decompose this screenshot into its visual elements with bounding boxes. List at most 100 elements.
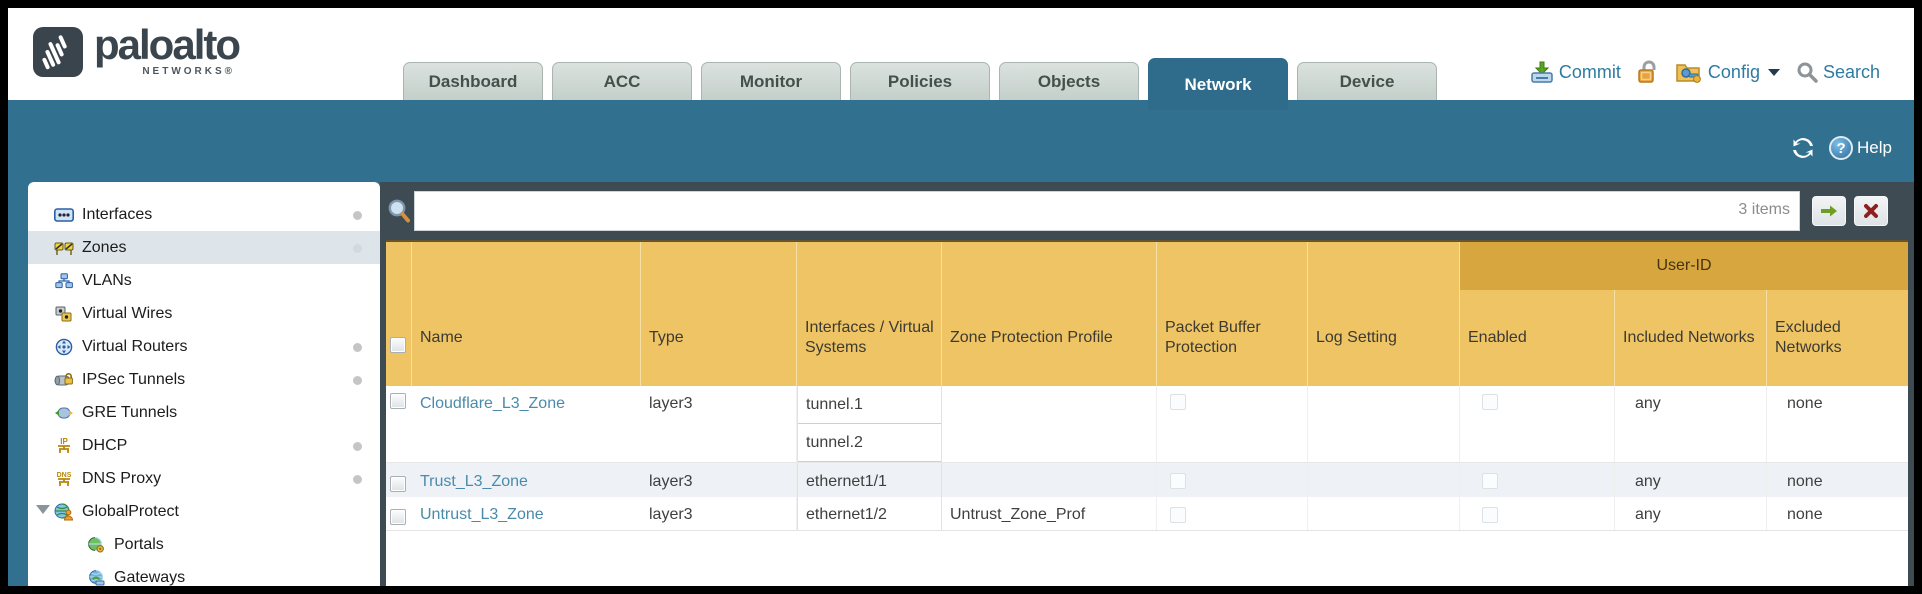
table-row[interactable]: Trust_L3_Zone layer3 ethernet1/1 any non…: [386, 462, 1908, 497]
select-all-checkbox[interactable]: [390, 337, 406, 353]
col-header-enabled[interactable]: Enabled: [1460, 242, 1615, 386]
sidebar-item-label: Portals: [114, 535, 164, 553]
expand-triangle-icon[interactable]: [36, 505, 50, 514]
packet-buffer-checkbox[interactable]: [1170, 473, 1186, 489]
sidebar-item-virtual-routers[interactable]: Virtual Routers: [28, 330, 380, 363]
zone-type-cell: layer3: [641, 463, 797, 497]
sidebar-item-gre-tunnels[interactable]: GRE Tunnels: [28, 396, 380, 429]
zone-name-cell: Trust_L3_Zone: [412, 463, 641, 497]
enabled-checkbox[interactable]: [1482, 473, 1498, 489]
packet-buffer-protection-cell: [1157, 386, 1308, 462]
main-content: 3 items Name: [380, 182, 1914, 586]
vlans-icon: [54, 272, 74, 290]
zone-name-link[interactable]: Cloudflare_L3_Zone: [420, 395, 565, 412]
tab-network[interactable]: Network: [1148, 58, 1288, 110]
ipsec-tunnels-icon: [54, 371, 74, 389]
tab-monitor[interactable]: Monitor: [701, 62, 841, 100]
lock-icon[interactable]: [1637, 60, 1659, 84]
zone-interfaces-cell: ethernet1/1: [797, 463, 942, 497]
tab-acc[interactable]: ACC: [552, 62, 692, 100]
header-actions: Commit Config: [1530, 60, 1880, 84]
col-header-excluded-networks[interactable]: Excluded Networks: [1775, 319, 1842, 356]
sidebar-item-label: Virtual Wires: [82, 304, 173, 322]
row-checkbox[interactable]: [390, 393, 406, 409]
sidebar-item-virtual-wires[interactable]: Virtual Wires: [28, 297, 380, 330]
commit-button[interactable]: Commit: [1530, 61, 1621, 83]
table-row[interactable]: Cloudflare_L3_Zone layer3 tunnel.1 tunne…: [386, 386, 1908, 462]
sidebar-item-label: Zones: [82, 238, 127, 256]
help-button[interactable]: ? Help: [1829, 136, 1892, 160]
sidebar-item-label: DNS Proxy: [82, 469, 162, 487]
tab-device[interactable]: Device: [1297, 62, 1437, 100]
included-networks-cell: any: [1615, 463, 1767, 497]
zone-interfaces-cell: ethernet1/2: [797, 497, 942, 530]
col-header-zone-protection-profile[interactable]: Zone Protection Profile: [942, 242, 1157, 386]
virtual-routers-icon: [54, 338, 74, 356]
brand-name: paloalto: [94, 21, 241, 68]
commit-icon: [1531, 61, 1553, 83]
table-row[interactable]: Untrust_L3_Zone layer3 ethernet1/2 Untru…: [386, 497, 1908, 531]
zone-type-cell: layer3: [641, 386, 797, 462]
sidebar-item-label: DHCP: [82, 436, 128, 454]
sidebar-item-label: Virtual Routers: [82, 337, 188, 355]
zone-name-link[interactable]: Trust_L3_Zone: [420, 472, 528, 490]
col-header-type[interactable]: Type: [641, 242, 797, 386]
row-checkbox[interactable]: [390, 509, 406, 525]
top-header: paloalto NETWORKS® Dashboard ACC Monitor…: [8, 8, 1914, 110]
sidebar-item-globalprotect[interactable]: GlobalProtect: [28, 495, 380, 528]
filter-input[interactable]: [414, 191, 1800, 231]
interfaces-icon: [54, 206, 74, 224]
dhcp-icon: IP: [54, 437, 74, 455]
tab-objects[interactable]: Objects: [999, 62, 1139, 100]
sidebar-item-interfaces[interactable]: Interfaces: [28, 198, 380, 231]
config-icon: [1676, 64, 1701, 83]
sidebar-item-vlans[interactable]: VLANs: [28, 264, 380, 297]
table-header: Name Type Interfaces / Virtual Systems Z…: [386, 240, 1908, 386]
row-select-cell: [386, 386, 412, 462]
select-all-cell: [386, 242, 412, 386]
sidebar-item-label: Gateways: [114, 568, 186, 586]
status-dot: [353, 475, 362, 484]
network-sidebar: Interfaces Zones VLANs Virtual Wires: [28, 182, 380, 586]
gre-tunnels-icon: [54, 404, 74, 422]
col-header-log-setting[interactable]: Log Setting: [1308, 242, 1460, 386]
packet-buffer-checkbox[interactable]: [1170, 394, 1186, 410]
zones-table: Name Type Interfaces / Virtual Systems Z…: [386, 240, 1908, 586]
refresh-icon[interactable]: [1791, 136, 1815, 160]
col-header-packet-buffer-protection[interactable]: Packet Buffer Protection: [1157, 242, 1308, 386]
clear-filter-button[interactable]: [1854, 196, 1888, 226]
zone-name-link[interactable]: Untrust_L3_Zone: [420, 506, 544, 523]
zone-protection-profile-cell: [942, 386, 1157, 462]
packet-buffer-checkbox[interactable]: [1170, 506, 1186, 523]
svg-text:IP: IP: [60, 437, 68, 446]
sidebar-item-dns-proxy[interactable]: DNS DNS Proxy: [28, 462, 380, 495]
col-header-included-networks[interactable]: Included Networks: [1615, 242, 1767, 386]
sidebar-item-ipsec-tunnels[interactable]: IPSec Tunnels: [28, 363, 380, 396]
sidebar-item-label: Interfaces: [82, 205, 153, 223]
enabled-checkbox[interactable]: [1482, 506, 1498, 523]
sidebar-item-portals[interactable]: Portals: [28, 528, 380, 561]
sidebar-item-label: IPSec Tunnels: [82, 370, 186, 388]
gateways-icon: [86, 569, 106, 587]
config-menu-button[interactable]: Config: [1675, 60, 1780, 84]
chevron-down-icon: [1767, 68, 1780, 76]
log-setting-cell: [1308, 386, 1460, 462]
zone-name-cell: Untrust_L3_Zone: [412, 497, 641, 530]
col-header-name[interactable]: Name: [412, 242, 641, 386]
search-button[interactable]: Search: [1796, 61, 1880, 83]
enabled-checkbox[interactable]: [1482, 394, 1498, 410]
tab-policies[interactable]: Policies: [850, 62, 990, 100]
row-checkbox[interactable]: [390, 475, 406, 492]
filter-search-icon[interactable]: [387, 198, 411, 224]
col-header-interfaces[interactable]: Interfaces / Virtual Systems: [797, 242, 942, 386]
sidebar-item-zones[interactable]: Zones: [28, 231, 380, 264]
tab-dashboard[interactable]: Dashboard: [403, 62, 543, 100]
brand-subtitle: NETWORKS®: [142, 66, 236, 77]
row-select-cell: [386, 497, 412, 530]
sidebar-item-gateways[interactable]: Gateways: [28, 561, 380, 586]
user-id-enabled-cell: [1460, 463, 1615, 497]
sidebar-item-dhcp[interactable]: IP DHCP: [28, 429, 380, 462]
apply-filter-button[interactable]: [1812, 196, 1846, 226]
globalprotect-icon: [54, 502, 74, 521]
